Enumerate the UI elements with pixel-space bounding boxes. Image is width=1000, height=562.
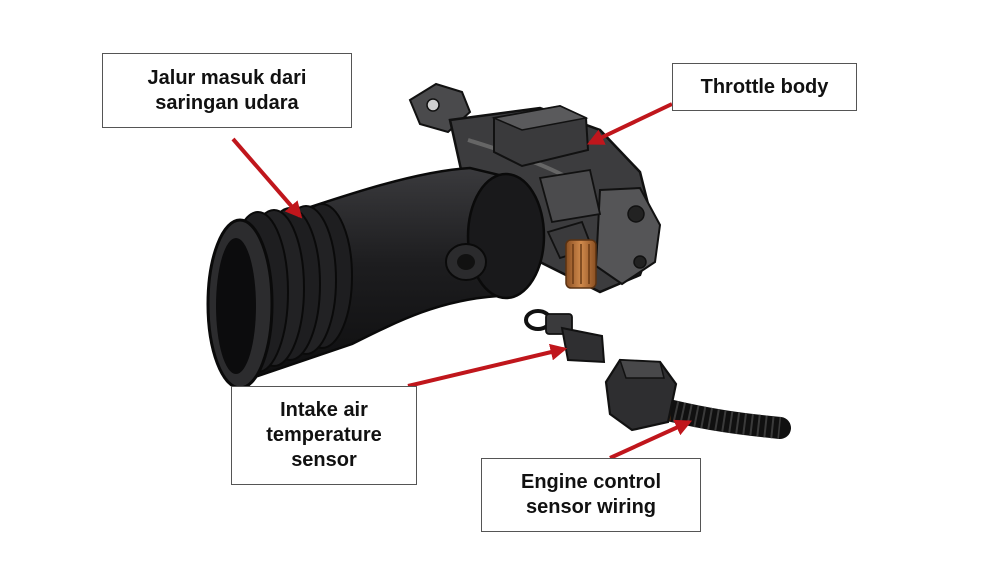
throttle-position-sensor-connector [491, 104, 590, 168]
label-iat-sensor: Intake air temperature sensor [231, 386, 417, 485]
arrow-intake [231, 137, 303, 219]
hose-ribbed-end [206, 203, 353, 390]
label-intake-path: Jalur masuk dari saringan udara [102, 53, 352, 128]
arrow-wiring [609, 419, 693, 460]
iat-sensor [524, 309, 606, 364]
arrow-throttle [586, 102, 673, 145]
label-throttle-body: Throttle body [672, 63, 857, 111]
throttle-connector-pins [546, 220, 597, 289]
label-sensor-wiring: Engine control sensor wiring [481, 458, 701, 532]
sensor-wiring-harness [604, 358, 791, 439]
arrow-iat [407, 343, 568, 388]
